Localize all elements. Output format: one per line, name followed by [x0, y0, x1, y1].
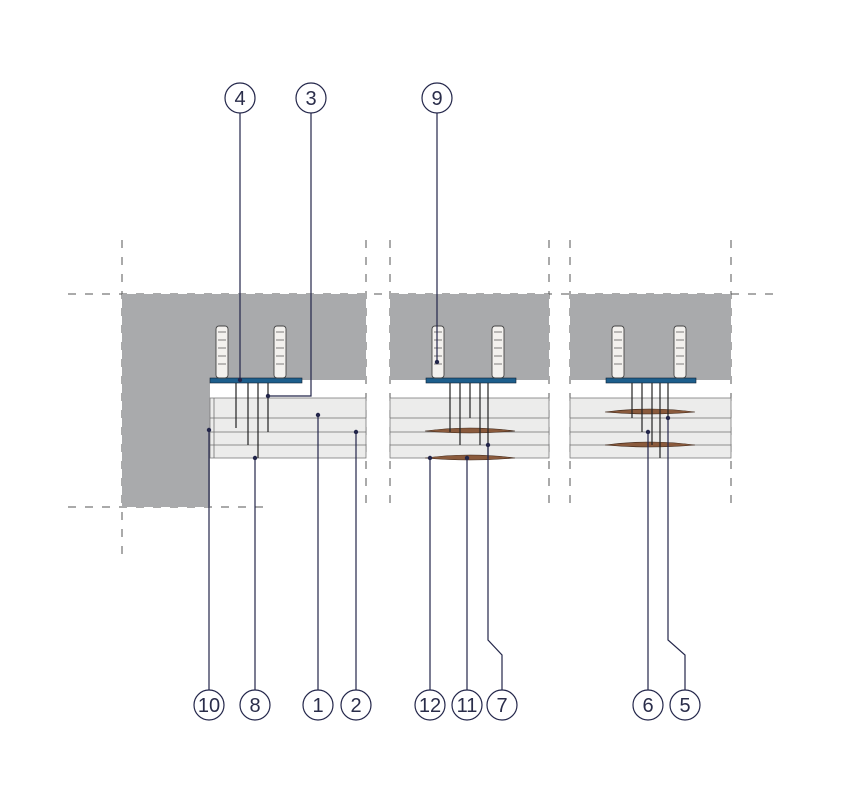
callout-9-label: 9: [431, 88, 442, 110]
callout-6-label: 6: [642, 695, 653, 717]
adhesive-layer: [424, 454, 516, 461]
callout-5: 5: [669, 689, 701, 721]
anchor-icon: [431, 325, 445, 379]
anchor-icon: [215, 325, 229, 379]
screw-icon: [235, 383, 269, 458]
callout-12: 12: [414, 689, 446, 721]
adhesive-layer: [604, 441, 696, 448]
callout-8: 8: [239, 689, 271, 721]
anchor-icon: [673, 325, 687, 379]
screw-icon: [449, 383, 489, 458]
section-b: [389, 294, 550, 461]
callout-8-label: 8: [249, 695, 260, 717]
concrete-slab: [390, 294, 549, 380]
metal-profile: [209, 377, 303, 384]
anchor-icon: [611, 325, 625, 379]
metal-profile: [605, 377, 697, 384]
section-c: [569, 294, 732, 459]
callout-6: 6: [632, 689, 664, 721]
callout-3: 3: [295, 82, 327, 114]
callout-4: 4: [224, 82, 256, 114]
adhesive-layer: [424, 427, 516, 434]
callout-4-label: 4: [234, 88, 245, 110]
callout-10: 10: [193, 689, 225, 721]
callout-11: 11: [451, 689, 483, 721]
callout-1: 1: [302, 689, 334, 721]
callout-12-label: 12: [419, 695, 441, 717]
callout-9: 9: [421, 82, 453, 114]
metal-profile: [425, 377, 517, 384]
section-a: [122, 294, 367, 507]
plasterboard-layers: [209, 397, 367, 459]
callout-2-label: 2: [350, 695, 361, 717]
callout-7: 7: [486, 689, 518, 721]
callout-7-label: 7: [496, 695, 507, 717]
leader-dots: [206, 359, 671, 461]
plasterboard-layers: [569, 397, 732, 459]
callout-11-label: 11: [457, 695, 478, 717]
callout-10-label: 10: [198, 695, 220, 717]
callout-1-label: 1: [312, 695, 323, 717]
screw-icon: [631, 383, 669, 458]
concrete-slab: [570, 294, 731, 380]
callout-3-label: 3: [305, 88, 316, 110]
callout-5-label: 5: [679, 695, 690, 717]
anchor-icon: [491, 325, 505, 379]
concrete-slab-with-wall: [122, 294, 366, 507]
anchor-icon: [273, 325, 287, 379]
leader-lines: [208, 113, 686, 690]
callout-2: 2: [340, 689, 372, 721]
